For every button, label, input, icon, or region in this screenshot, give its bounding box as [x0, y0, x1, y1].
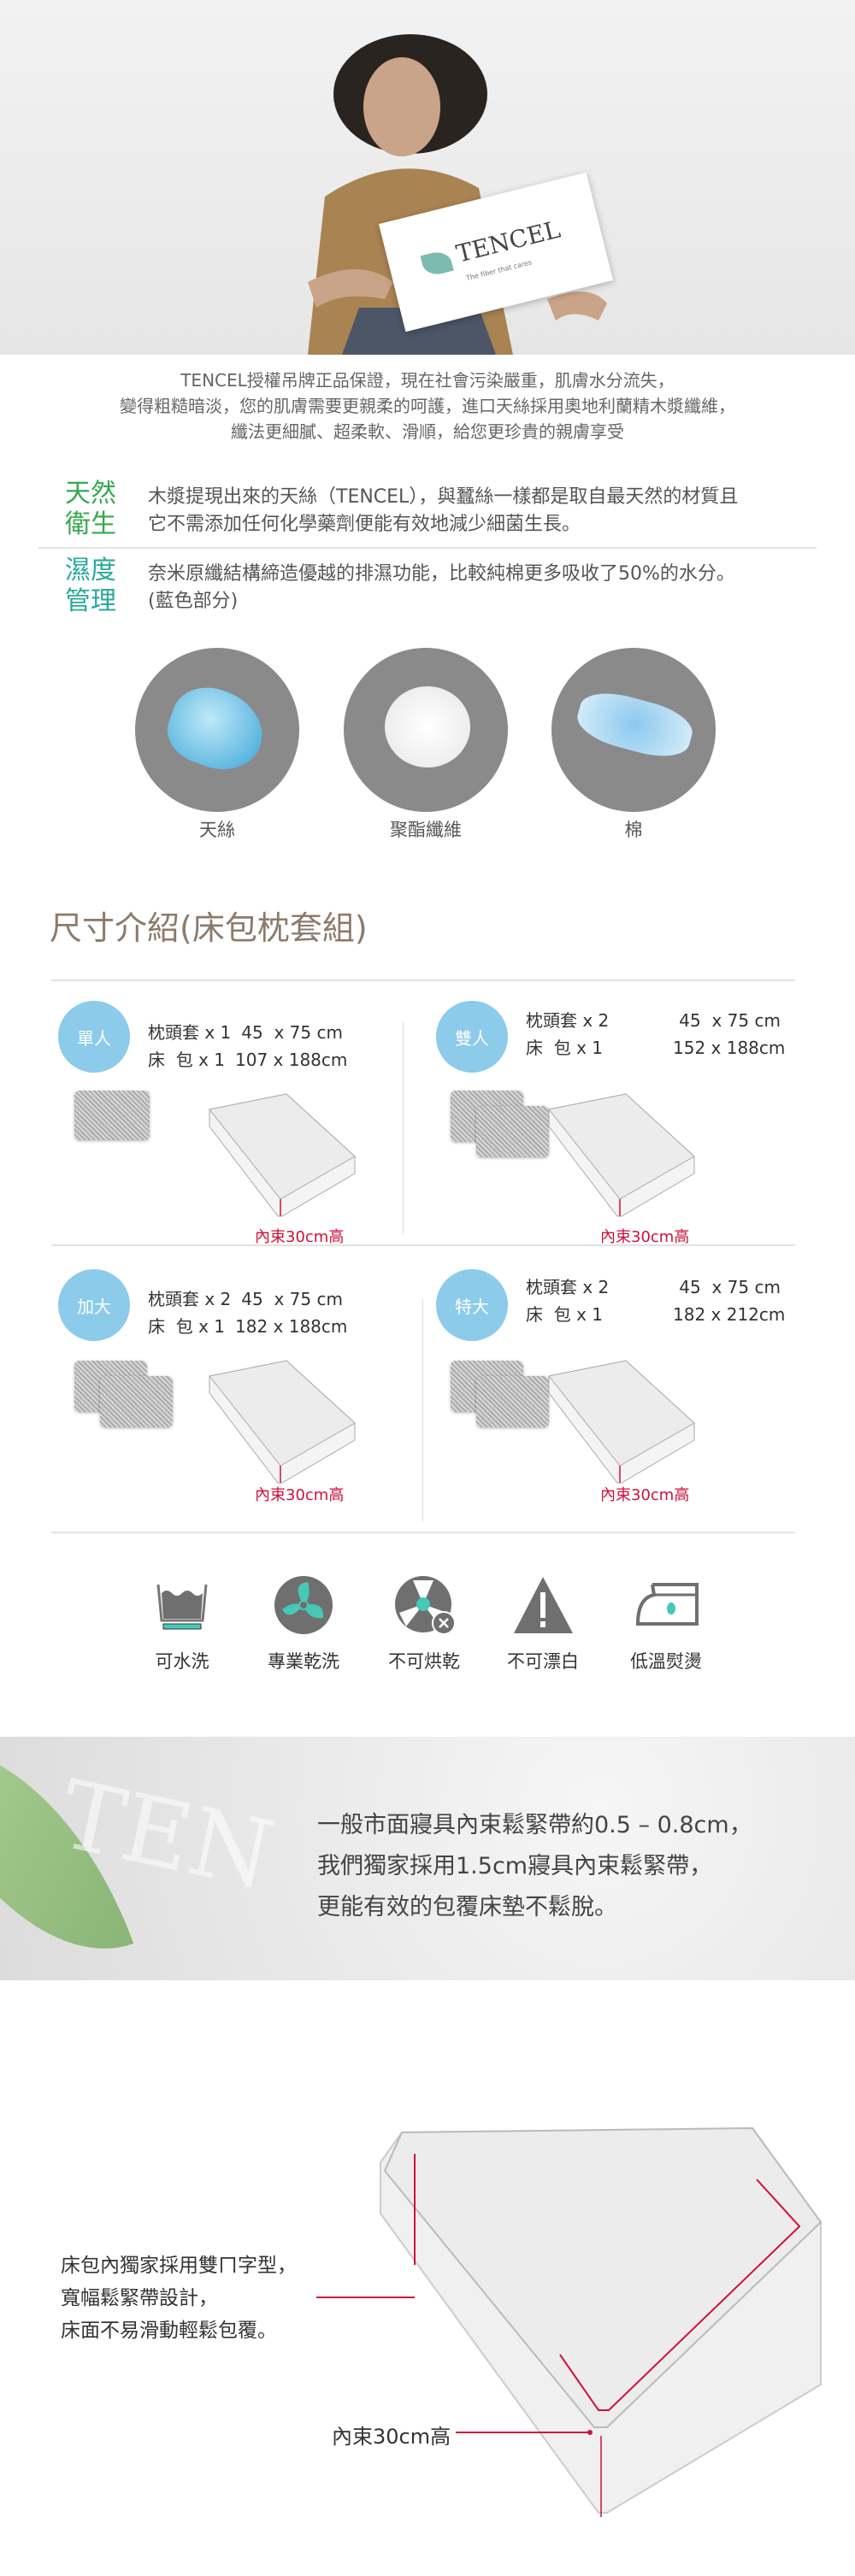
pillow-spec: 枕頭套 x 2 45 x 75 cm — [526, 1273, 781, 1301]
pillow-count: 枕頭套 x 2 — [148, 1289, 232, 1309]
sheet-count: 床 包 x 1 — [148, 1050, 225, 1070]
pillow-size: 45 x 75 cm — [679, 1277, 781, 1297]
inner-height-note: 內束30cm高 — [600, 1486, 690, 1504]
text-line: 奈米原纖結構締造優越的排濕功能，比較純棉更多吸收了50%的水分。 — [148, 563, 735, 585]
care-label: 不可烘乾 — [388, 1651, 460, 1672]
inner-height-note: 內束30cm高 — [255, 1228, 345, 1246]
intro-text: TENCEL授權吊牌正品保證，現在社會污染嚴重，肌膚水分流失， 變得粗糙暗淡，您… — [0, 368, 855, 444]
sheet-size: 152 x 188cm — [673, 1038, 786, 1058]
divider — [51, 1532, 795, 1533]
feature-text-moisture: 奈米原纖結構締造優越的排濕功能，比較純棉更多吸收了50%的水分。 (藍色部分) — [148, 561, 735, 615]
heading-line: 天然 — [65, 479, 116, 509]
size-badge: 特大 — [436, 1269, 508, 1341]
sheet-spec: 床 包 x 1 182 x 188cm — [148, 1313, 347, 1340]
fitted-sheet-image — [209, 1093, 356, 1217]
pillow-spec: 枕頭套 x 2 45 x 75 cm — [148, 1285, 343, 1313]
fabric-banner: TEN 一般市面寢具內束鬆緊帶約0.5 – 0.8cm， 我們獨家採用1.5cm… — [0, 1737, 855, 1980]
material-label: 棉 — [624, 820, 643, 840]
size-section-title: 尺寸介紹(床包枕套組) — [50, 909, 368, 947]
divider — [51, 1244, 795, 1246]
material-cotton-image — [551, 648, 716, 812]
fitted-sheet-image — [209, 1360, 356, 1484]
care-label: 低溫熨燙 — [630, 1651, 702, 1672]
banner-text: 一般市面寢具內束鬆緊帶約0.5 – 0.8cm， 我們獨家採用1.5cm寢具內束… — [317, 1805, 752, 1928]
height-label: 內束30cm高 — [332, 2425, 451, 2449]
no-bleach-warning-icon — [511, 1575, 575, 1638]
sheet-size: 182 x 212cm — [673, 1304, 786, 1325]
pillow-spec: 枕頭套 x 1 45 x 75 cm — [148, 1019, 343, 1046]
heading-line: 衛生 — [65, 509, 116, 539]
intro-line: 變得粗糙暗淡，您的肌膚需要更親柔的呵護，進口天絲採用奧地利蘭精木漿纖維， — [120, 396, 735, 416]
sheet-spec: 床 包 x 1 107 x 188cm — [148, 1046, 347, 1073]
pillow-spec: 枕頭套 x 2 45 x 75 cm — [526, 1007, 781, 1034]
care-label: 不可漂白 — [507, 1651, 579, 1672]
fitted-sheet-image — [548, 1093, 695, 1217]
pillow-count: 枕頭套 x 2 — [526, 1277, 610, 1297]
pillow-size: 45 x 75 cm — [241, 1289, 343, 1309]
pillowcase-image — [476, 1106, 549, 1157]
pillow-count: 枕頭套 x 2 — [526, 1010, 610, 1031]
sheet-spec: 床 包 x 1 182 x 212cm — [526, 1301, 785, 1328]
pillow-count: 枕頭套 x 1 — [148, 1022, 232, 1043]
text-line: (藍色部分) — [148, 591, 239, 612]
fitted-sheet-image — [548, 1360, 695, 1484]
diagram-line: 床包內獨家採用雙ㄇ字型， — [61, 2255, 297, 2277]
hero-banner: TENCEL The fiber that cares — [0, 0, 855, 355]
text-line: 它不需添加任何化學藥劑便能有效地減少細菌生長。 — [148, 514, 581, 535]
material-polyester-image — [344, 648, 508, 812]
intro-line: TENCEL授權吊牌正品保證，現在社會污染嚴重，肌膚水分流失， — [180, 370, 675, 391]
inner-height-note: 內束30cm高 — [255, 1486, 345, 1504]
pillowcase-image — [74, 1091, 150, 1140]
no-tumble-dry-icon — [394, 1575, 458, 1640]
feature-heading-moisture: 濕度 管理 — [65, 556, 125, 617]
size-badge: 雙人 — [436, 1001, 508, 1073]
banner-line: 更能有效的包覆床墊不鬆脫。 — [317, 1894, 617, 1920]
intro-line: 纖法更細膩、超柔軟、滑順，給您更珍貴的親膚享受 — [231, 421, 624, 442]
size-badge: 加大 — [58, 1269, 130, 1341]
text-line: 木漿提現出來的天絲（TENCEL），與蠶絲一樣都是取自最天然的材質且 — [148, 486, 739, 508]
pillow-size: 45 x 75 cm — [679, 1010, 781, 1031]
card-brand: TENCEL — [453, 215, 563, 268]
sheet-spec: 床 包 x 1 152 x 188cm — [526, 1034, 785, 1062]
pillowcase-image — [100, 1376, 173, 1427]
size-badge: 單人 — [58, 1001, 130, 1073]
care-label: 可水洗 — [155, 1651, 209, 1672]
sheet-size: 107 x 188cm — [235, 1050, 348, 1070]
feature-text-natural: 木漿提現出來的天絲（TENCEL），與蠶絲一樣都是取自最天然的材質且 它不需添加… — [148, 484, 738, 538]
banner-line: 一般市面寢具內束鬆緊帶約0.5 – 0.8cm， — [317, 1812, 752, 1838]
heading-line: 管理 — [65, 586, 116, 616]
low-temp-iron-icon — [635, 1583, 699, 1629]
mattress-diagram — [316, 2126, 823, 2517]
banner-line: 我們獨家採用1.5cm寢具內束鬆緊帶， — [317, 1853, 713, 1879]
sheet-count: 床 包 x 1 — [526, 1304, 603, 1325]
material-label: 天絲 — [199, 820, 235, 840]
care-label: 專業乾洗 — [268, 1651, 339, 1672]
divider — [38, 547, 817, 549]
column-divider — [403, 1021, 404, 1235]
feature-heading-natural: 天然 衛生 — [65, 479, 125, 540]
sheet-count: 床 包 x 1 — [148, 1316, 225, 1337]
diagram-text: 床包內獨家採用雙ㄇ字型， 寬幅鬆緊帶設計， 床面不易滑動輕鬆包覆。 — [61, 2250, 297, 2347]
diagram-line: 寬幅鬆緊帶設計， — [61, 2287, 218, 2309]
heading-line: 濕度 — [65, 556, 116, 585]
divider — [51, 979, 795, 981]
sheet-size: 182 x 188cm — [235, 1316, 348, 1337]
leaf-logo-icon — [420, 249, 454, 278]
sheet-count: 床 包 x 1 — [526, 1038, 603, 1058]
dry-clean-fan-icon — [274, 1575, 333, 1638]
material-label: 聚酯纖維 — [390, 820, 462, 840]
pillow-size: 45 x 75 cm — [241, 1022, 343, 1043]
diagram-line: 床面不易滑動輕鬆包覆。 — [61, 2320, 277, 2342]
wash-basin-icon — [156, 1578, 208, 1634]
material-tencel-image — [135, 648, 299, 812]
inner-height-note: 內束30cm高 — [600, 1228, 690, 1246]
column-divider — [422, 1299, 423, 1521]
pillowcase-image — [476, 1376, 549, 1427]
